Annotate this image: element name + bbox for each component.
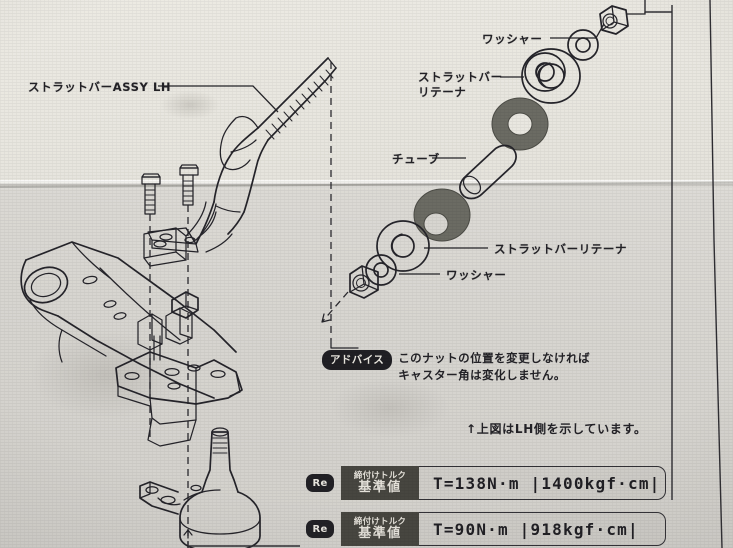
label-washer-lower: ワッシャー (446, 268, 507, 282)
hex-nut-top (599, 5, 629, 35)
bolt-left (141, 173, 161, 215)
spec-tag-large-1: 基準値 (358, 479, 402, 495)
strut-bar-assembly-drawing (147, 57, 337, 253)
label-strut-bar-retainer-upper: ストラットバー リテーナ (418, 70, 503, 99)
advice-text: このナットの位置を変更しなければ キャスター角は変化しません。 (398, 351, 591, 382)
spec-value-2: T=90N·m |918kgf·cm| (419, 512, 666, 546)
torque-spec-row-2: Re 締付けトルク 基準値 T=90N·m |918kgf·cm| (306, 512, 666, 546)
label-strut-bar-assy-lh: ストラットバーASSY LH (28, 80, 172, 94)
strut-bar-retainer-lower-part (376, 220, 430, 272)
paper-fold-crease (0, 180, 733, 189)
spec-tag-2: 締付けトルク 基準値 (341, 512, 419, 546)
spec-badge-2: Re (306, 520, 334, 538)
hex-nut-lower (349, 265, 379, 299)
spec-tag-small-1: 締付けトルク (353, 470, 407, 481)
lh-side-note: ↑上図はLH側を示しています。 (466, 422, 647, 436)
advice-badge: アドバイス (322, 350, 393, 370)
spec-badge-1: Re (306, 474, 334, 492)
bolt-right (179, 164, 199, 206)
spec-value-1: T=138N·m |1400kgf·cm| (419, 466, 666, 500)
spec-tag-1: 締付けトルク 基準値 (341, 466, 419, 500)
label-strut-bar-retainer-lower: ストラットバーリテーナ (494, 242, 628, 256)
lower-control-arm-drawing (20, 201, 243, 447)
label-washer-top: ワッシャー (482, 32, 543, 46)
torque-spec-row-1: Re 締付けトルク 基準値 T=138N·m |1400kgf·cm| (306, 466, 666, 500)
ball-joint-drawing (139, 427, 300, 548)
leader-lines (158, 12, 646, 275)
assembly-center-lines (149, 62, 359, 548)
washer-upper-small (567, 29, 599, 61)
strut-bar-retainer-shaded (491, 97, 549, 151)
spec-tag-small-2: 締付けトルク (353, 516, 407, 527)
strut-bar-retainer-upper-part (521, 48, 581, 104)
advice-callout: アドバイスこのナットの位置を変更しなければ キャスター角は変化しません。 (322, 350, 590, 384)
label-tube: チューブ (392, 152, 440, 166)
spec-tag-large-2: 基準値 (358, 525, 402, 541)
strut-bar-retainer-shaded-lower (413, 188, 471, 242)
tube-part (459, 144, 517, 200)
